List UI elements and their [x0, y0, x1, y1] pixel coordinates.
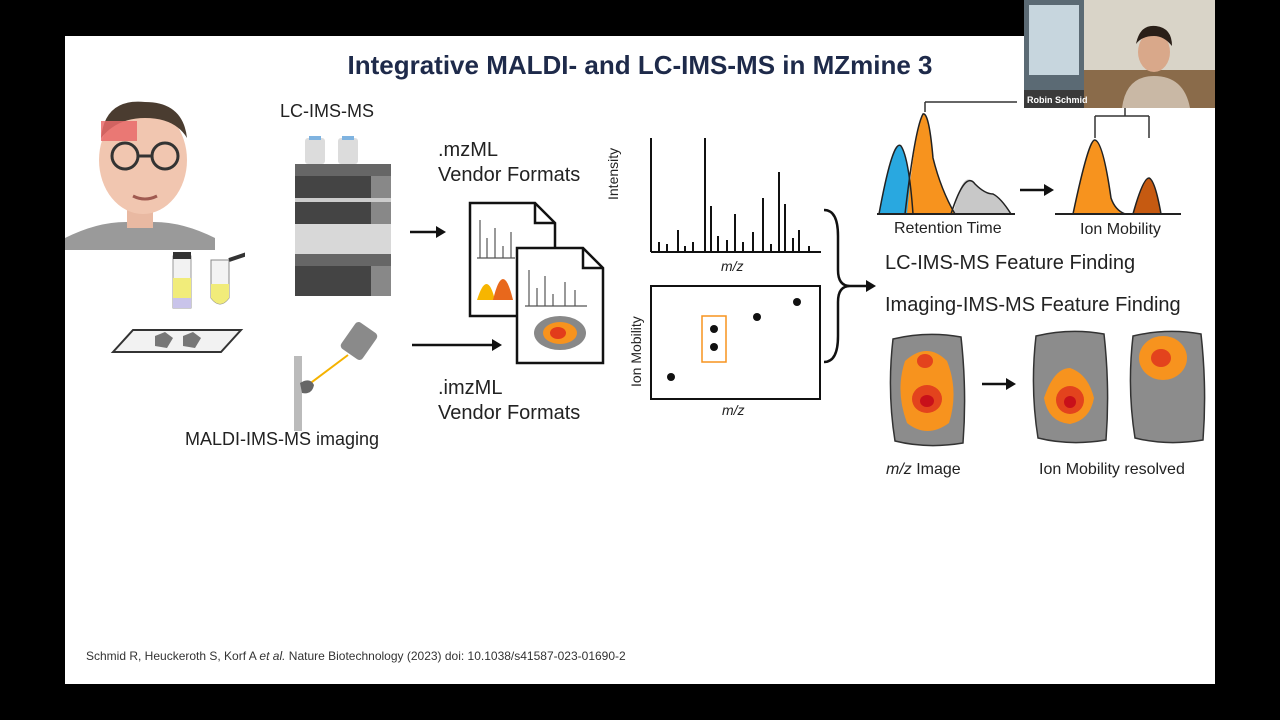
mzml-vendor-formats-label: Vendor Formats	[438, 164, 581, 186]
sample-vials-and-slide	[105, 248, 254, 358]
mz-image-label-text: Image	[911, 461, 961, 478]
arrow-lc-to-files	[408, 222, 448, 242]
mz-axis-label-bottom: m/z	[722, 402, 745, 418]
mzml-format-label: .mzML Vendor Formats	[438, 138, 580, 188]
citation: Schmid R, Heuckeroth S, Korf A et al. Na…	[86, 649, 626, 663]
citation-authors: Schmid R, Heuckeroth S, Korf A	[86, 649, 260, 663]
ion-mobility-axis-label: Ion Mobility	[628, 316, 644, 387]
mass-spectrum-plot	[623, 134, 823, 279]
lc-instrument-icon	[293, 136, 393, 301]
citation-etal: et al.	[259, 649, 286, 663]
ion-mobility-scatter-plot	[649, 284, 824, 402]
webcam-video-tile[interactable]: Robin Schmid	[1024, 0, 1215, 108]
lc-ims-ms-label: LC-IMS-MS	[280, 101, 374, 121]
data-file-icons	[465, 198, 610, 366]
maldi-ims-ms-imaging-label: MALDI-IMS-MS imaging	[185, 429, 380, 449]
ion-mobility-peaks	[1053, 98, 1183, 218]
imzml-format-label: .imzML Vendor Formats	[438, 376, 580, 426]
retention-time-chromatogram	[875, 98, 1017, 218]
ion-mobility-label: Ion Mobility	[1080, 221, 1161, 238]
mz-image-label-mz: m/z	[886, 461, 912, 478]
retention-time-label: Retention Time	[894, 220, 1002, 237]
slide-title: Integrative MALDI- and LC-IMS-MS in MZmi…	[347, 50, 933, 80]
imaging-ims-ms-feature-finding: Imaging-IMS-MS Feature Finding	[885, 294, 1181, 316]
arrow-maldi-to-files	[410, 335, 505, 355]
lc-ims-ms-feature-finding: LC-IMS-MS Feature Finding	[885, 252, 1136, 274]
ion-mobility-resolved-label: Ion Mobility resolved	[1039, 461, 1185, 478]
merge-brace-arrow	[820, 206, 880, 366]
mzml-label: .mzML	[438, 139, 498, 161]
mz-axis-label-top: m/z	[721, 258, 744, 274]
intensity-axis-label: Intensity	[605, 147, 621, 200]
imzml-vendor-formats-label: Vendor Formats	[438, 402, 581, 424]
arrow-mz-to-resolved	[980, 374, 1020, 394]
resolved-tissue-image-1	[1030, 328, 1110, 446]
citation-journal: Nature Biotechnology (2023) doi: 10.1038…	[285, 649, 626, 663]
presentation-slide: Integrative MALDI- and LC-IMS-MS in MZmi…	[65, 36, 1215, 684]
resolved-tissue-image-2	[1127, 328, 1207, 446]
imzml-label: .imzML	[438, 377, 503, 399]
mz-tissue-image	[887, 331, 969, 449]
mz-image-label: m/z Image	[886, 461, 961, 479]
presenter-photo	[65, 88, 215, 250]
maldi-laser-icon	[290, 311, 400, 436]
presenter-name-label: Robin Schmid	[1027, 95, 1088, 105]
arrow-rt-to-im	[1018, 180, 1058, 200]
